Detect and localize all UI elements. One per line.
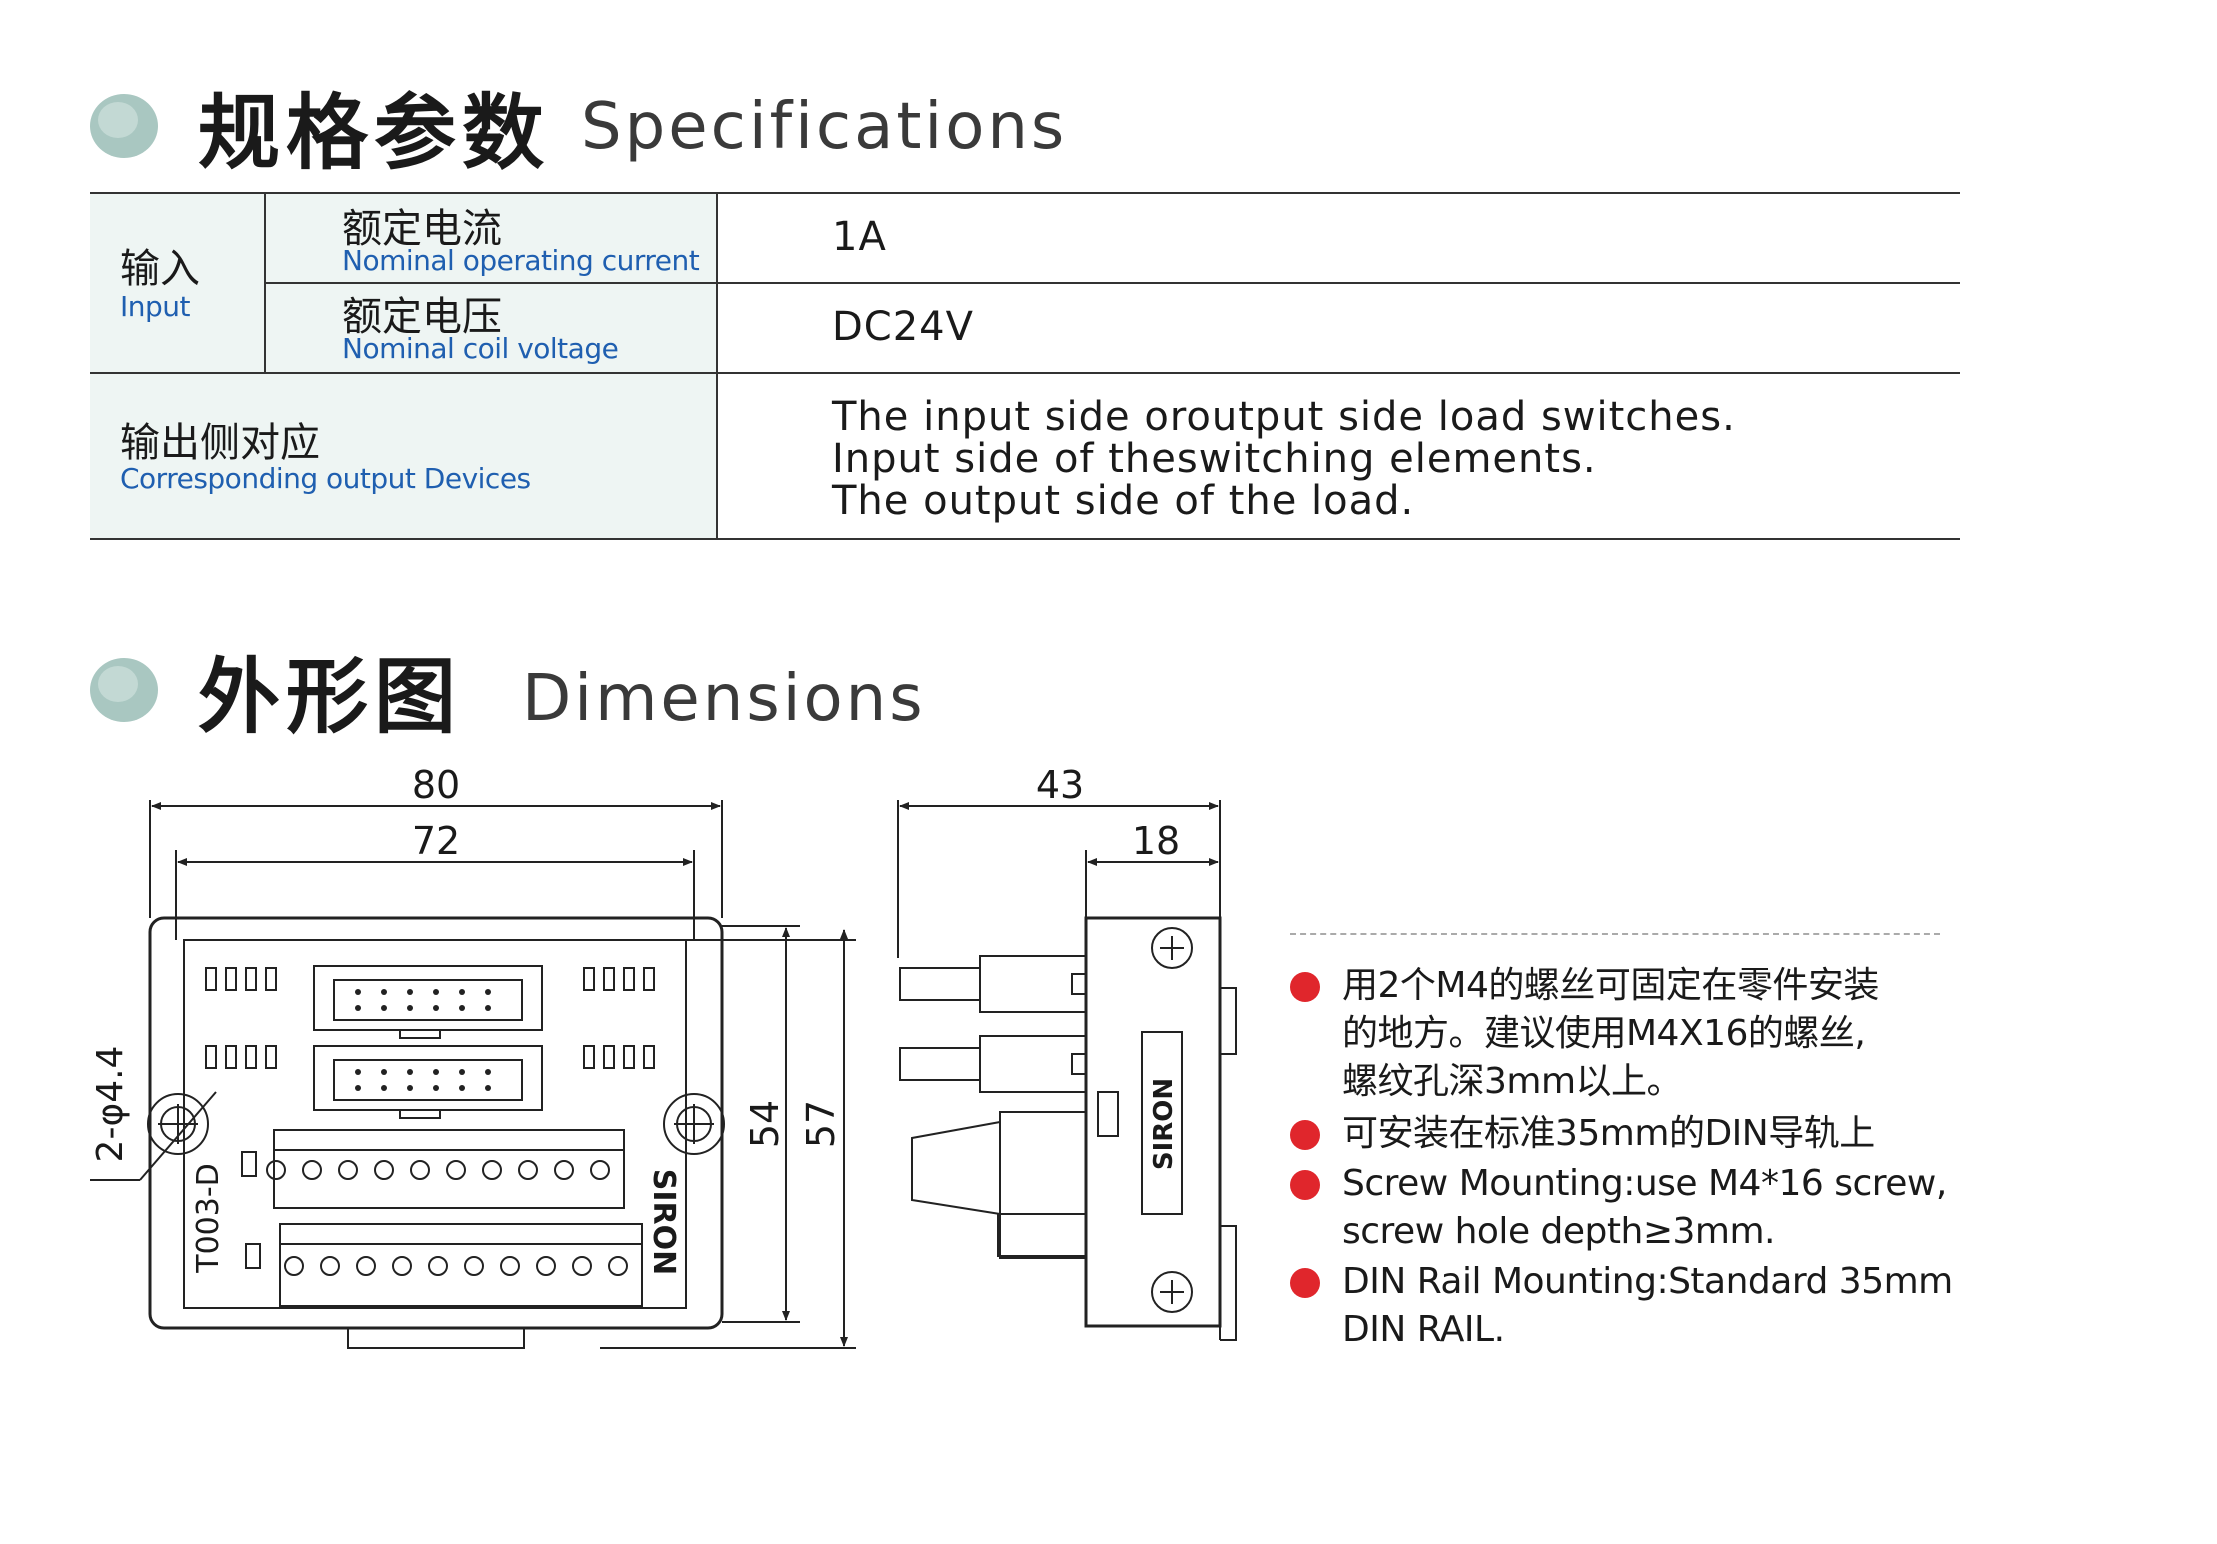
dimensions-title-en: Dimensions — [522, 662, 926, 736]
connector-pins — [355, 989, 491, 1091]
output-value-line: Input side of theswitching elements. — [832, 436, 1597, 482]
output-label-cn: 输出侧对应 — [120, 420, 320, 466]
note-line: Screw Mounting:use M4*16 screw, — [1342, 1163, 1947, 1204]
output-value-line: The output side of the load. — [832, 478, 1415, 524]
rated-voltage-label-cn: 额定电压 — [342, 294, 502, 340]
spec-table: 输入 Input 额定电流 Nominal operating current … — [90, 192, 1960, 540]
output-value: The input side oroutput side load switch… — [832, 396, 1736, 522]
dim-height-inner: 54 — [743, 1100, 787, 1148]
led-indicators — [205, 967, 655, 1069]
bullet-dot-icon — [1290, 1268, 1320, 1298]
note-line: 螺纹孔深3mm以上。 — [1342, 1061, 1683, 1102]
dim-width-outer: 80 — [412, 763, 460, 807]
terminal-screws — [266, 1160, 628, 1276]
bullet-dot-icon — [1290, 972, 1320, 1002]
specifications-title-en: Specifications — [581, 90, 1068, 164]
note-line: DIN RAIL. — [1342, 1309, 1505, 1350]
output-value-line: The input side oroutput side load switch… — [832, 394, 1736, 440]
rated-voltage-label-en: Nominal coil voltage — [342, 332, 619, 365]
brand-label-front: SIRON — [646, 1169, 681, 1275]
table-row-divider — [90, 372, 1960, 374]
specifications-title-cn: 规格参数 — [198, 86, 551, 181]
note-line: 用2个M4的螺丝可固定在零件安装 — [1342, 965, 1879, 1006]
note-line: 可安装在标准35mm的DIN导轨上 — [1342, 1113, 1875, 1154]
bullet-dot-icon — [1290, 1170, 1320, 1200]
dim-width-inner: 72 — [412, 819, 460, 863]
model-label: T003-D — [191, 1163, 226, 1274]
rated-current-label-en: Nominal operating current — [342, 244, 700, 277]
table-bottom-border — [90, 538, 1960, 540]
dim-height-outer: 57 — [799, 1100, 843, 1148]
input-group-label-en: Input — [120, 290, 191, 323]
input-group-label-cn: 输入 — [120, 246, 200, 292]
dim-depth-partial: 18 — [1132, 819, 1180, 863]
note-line: screw hole depth≥3mm. — [1342, 1211, 1775, 1252]
table-label-background — [90, 192, 718, 540]
section-bullet-icon — [90, 94, 158, 158]
table-row-divider — [264, 282, 1960, 284]
section-bullet-icon — [90, 658, 158, 722]
rated-current-label-cn: 额定电流 — [342, 206, 502, 252]
output-label-en: Corresponding output Devices — [120, 462, 531, 495]
note-line: DIN Rail Mounting:Standard 35mm — [1342, 1261, 1953, 1302]
rated-voltage-value: DC24V — [832, 304, 974, 350]
front-view — [90, 800, 856, 1349]
table-col-divider — [716, 192, 718, 540]
dimensions-title-cn: 外形图 — [198, 650, 463, 745]
rated-current-value: 1A — [832, 214, 887, 260]
note-line: 的地方。建议使用M4X16的螺丝, — [1342, 1013, 1866, 1054]
dim-depth: 43 — [1036, 763, 1084, 807]
bullet-dot-icon — [1290, 1120, 1320, 1150]
brand-label-side: SIRON — [1149, 1078, 1179, 1170]
side-view — [897, 800, 1237, 1341]
hole-diameter-label: 2-φ4.4 — [90, 1046, 131, 1163]
notes-divider — [1290, 933, 1940, 935]
table-top-border — [90, 192, 1960, 194]
table-col-divider — [264, 192, 266, 372]
